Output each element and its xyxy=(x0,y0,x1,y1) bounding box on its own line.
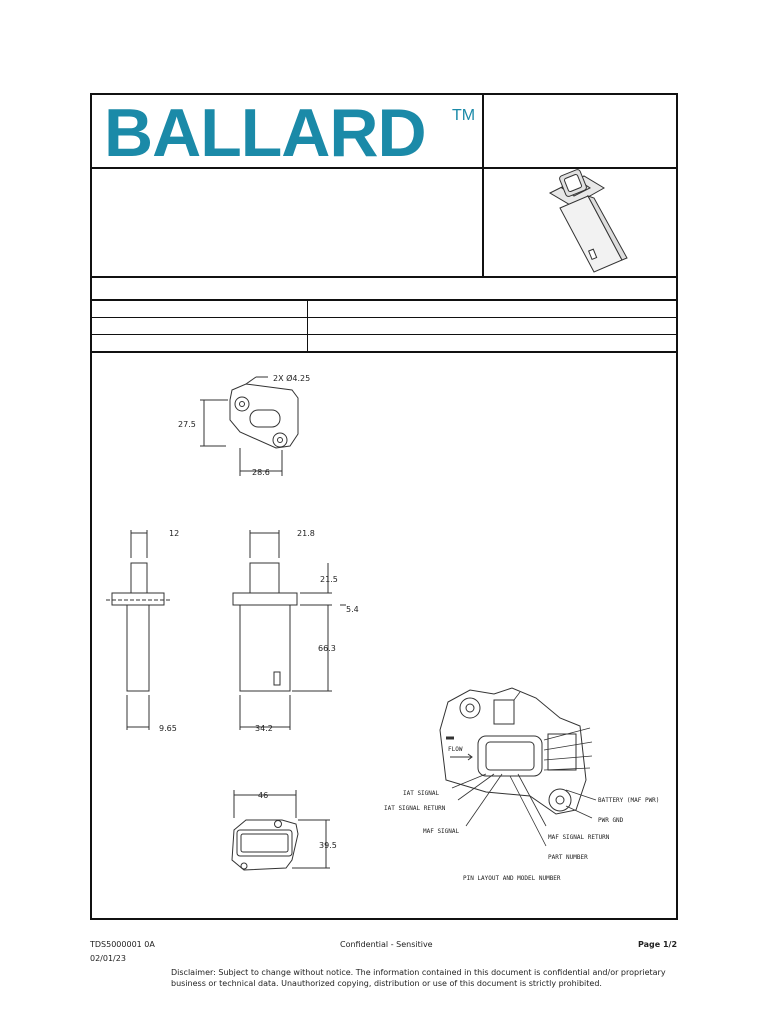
maf-signal-return-label: MAF SIGNAL RETURN xyxy=(548,834,610,841)
flange-thickness-dimension: 5.4 xyxy=(346,605,359,614)
side-width-dimension: 12 xyxy=(169,529,179,538)
front-view xyxy=(232,530,346,730)
body-height-dimension: 66.3 xyxy=(318,644,336,653)
table-row-rule xyxy=(90,317,678,318)
table-row-rule xyxy=(90,334,678,335)
pin-layout xyxy=(439,687,597,847)
side-body-dimension: 9.65 xyxy=(159,724,177,733)
disclaimer: Disclaimer: Subject to change without no… xyxy=(171,968,666,988)
doc-date: 02/01/23 xyxy=(90,954,126,963)
bottom-width-dimension: 46 xyxy=(258,791,268,800)
table-column-divider xyxy=(307,299,308,351)
header-rule xyxy=(90,167,678,169)
head-width-dimension: 21.8 xyxy=(297,529,315,538)
table-bottom-rule xyxy=(90,351,678,353)
maf-signal-label: MAF SIGNAL xyxy=(423,828,460,835)
top-height-dimension: 27.5 xyxy=(178,420,196,429)
top-view xyxy=(200,376,299,476)
doc-number: TDS5000001 0A xyxy=(90,940,155,949)
maf-sensor-image xyxy=(548,169,628,273)
description-rule xyxy=(90,276,678,278)
classification: Confidential - Sensitive xyxy=(340,940,433,949)
head-height-dimension: 21.5 xyxy=(320,575,338,584)
bottom-height-dimension: 39.5 xyxy=(319,841,337,850)
pwr-gnd-label: PWR GND xyxy=(598,817,624,824)
flow-label: FLOW xyxy=(448,746,463,753)
pin-layout-caption: PIN LAYOUT AND MODEL NUMBER xyxy=(463,875,561,882)
table-top-rule xyxy=(90,299,678,301)
body-width-dimension: 34.2 xyxy=(255,724,273,733)
datasheet-frame xyxy=(90,93,678,920)
page-number: Page 1/2 xyxy=(638,940,678,949)
top-width-dimension: 28.6 xyxy=(252,468,270,477)
bottom-view xyxy=(231,790,330,871)
side-view xyxy=(106,530,170,730)
iat-signal-label: IAT SIGNAL xyxy=(403,790,440,797)
logo-trademark: TM xyxy=(452,107,475,124)
ballard-logo: BALLARD TM xyxy=(104,100,475,164)
battery-label: BATTERY (MAF PWR) xyxy=(598,797,659,804)
logo-wordmark: BALLARD xyxy=(104,100,426,164)
hole-dimension-label: 2X Ø4.25 xyxy=(273,373,310,383)
iat-signal-return-label: IAT SIGNAL RETURN xyxy=(384,805,446,812)
header-divider xyxy=(482,93,484,277)
part-number-label: PART NUMBER xyxy=(548,854,588,861)
